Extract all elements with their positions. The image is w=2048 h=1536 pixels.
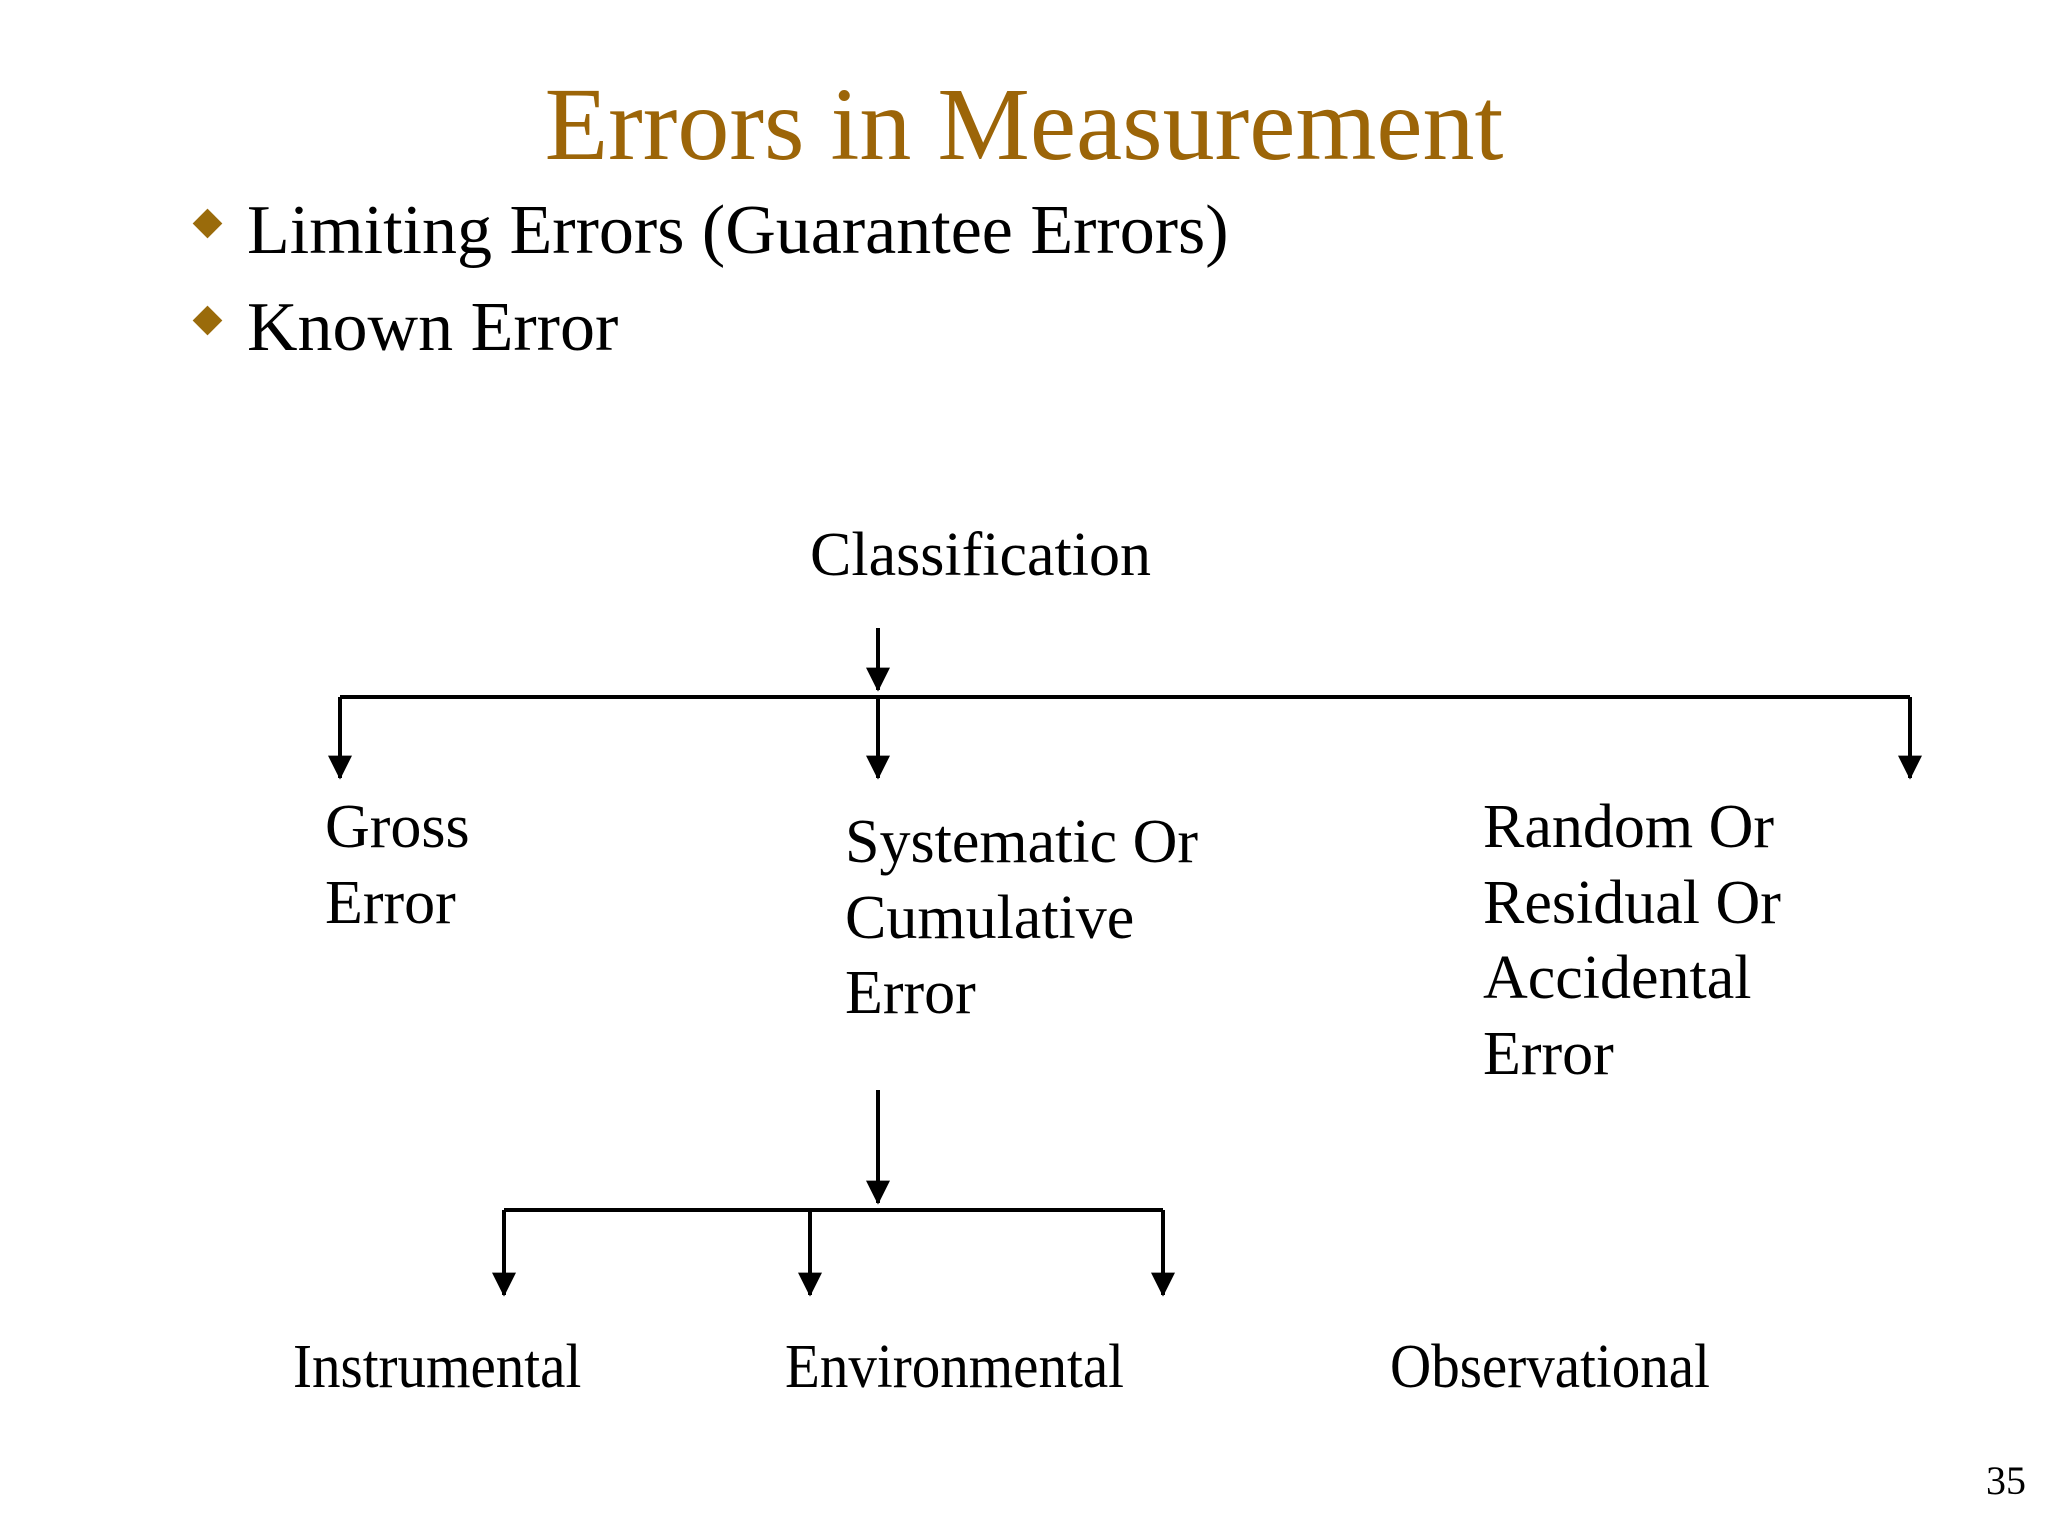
diamond-bullet-icon xyxy=(192,208,222,239)
tree-leaf-observational: Observational xyxy=(1390,1333,1710,1401)
bullet-item-limiting-errors: Limiting Errors (Guarantee Errors) xyxy=(192,196,1229,266)
tree-leaf-environmental: Environmental xyxy=(785,1333,1124,1401)
tree-node-random-residual-accidental-error: Random Or Residual Or Accidental Error xyxy=(1483,793,1781,1088)
page-number: 35 xyxy=(1986,1458,2026,1503)
tree-node-gross-error: Gross Error xyxy=(325,793,470,937)
bullet-item-label: Known Error xyxy=(247,289,619,366)
tree-leaf-instrumental: Instrumental xyxy=(293,1333,582,1401)
diamond-bullet-icon xyxy=(192,305,222,336)
page-title: Errors in Measurement xyxy=(544,67,1504,182)
bullet-item-label: Limiting Errors (Guarantee Errors) xyxy=(247,192,1229,269)
tree-node-systematic-cumulative-error: Systematic Or Cumulative Error xyxy=(845,808,1198,1028)
bullet-item-known-error: Known Error xyxy=(192,293,618,363)
tree-node-classification: Classification xyxy=(810,521,1151,589)
